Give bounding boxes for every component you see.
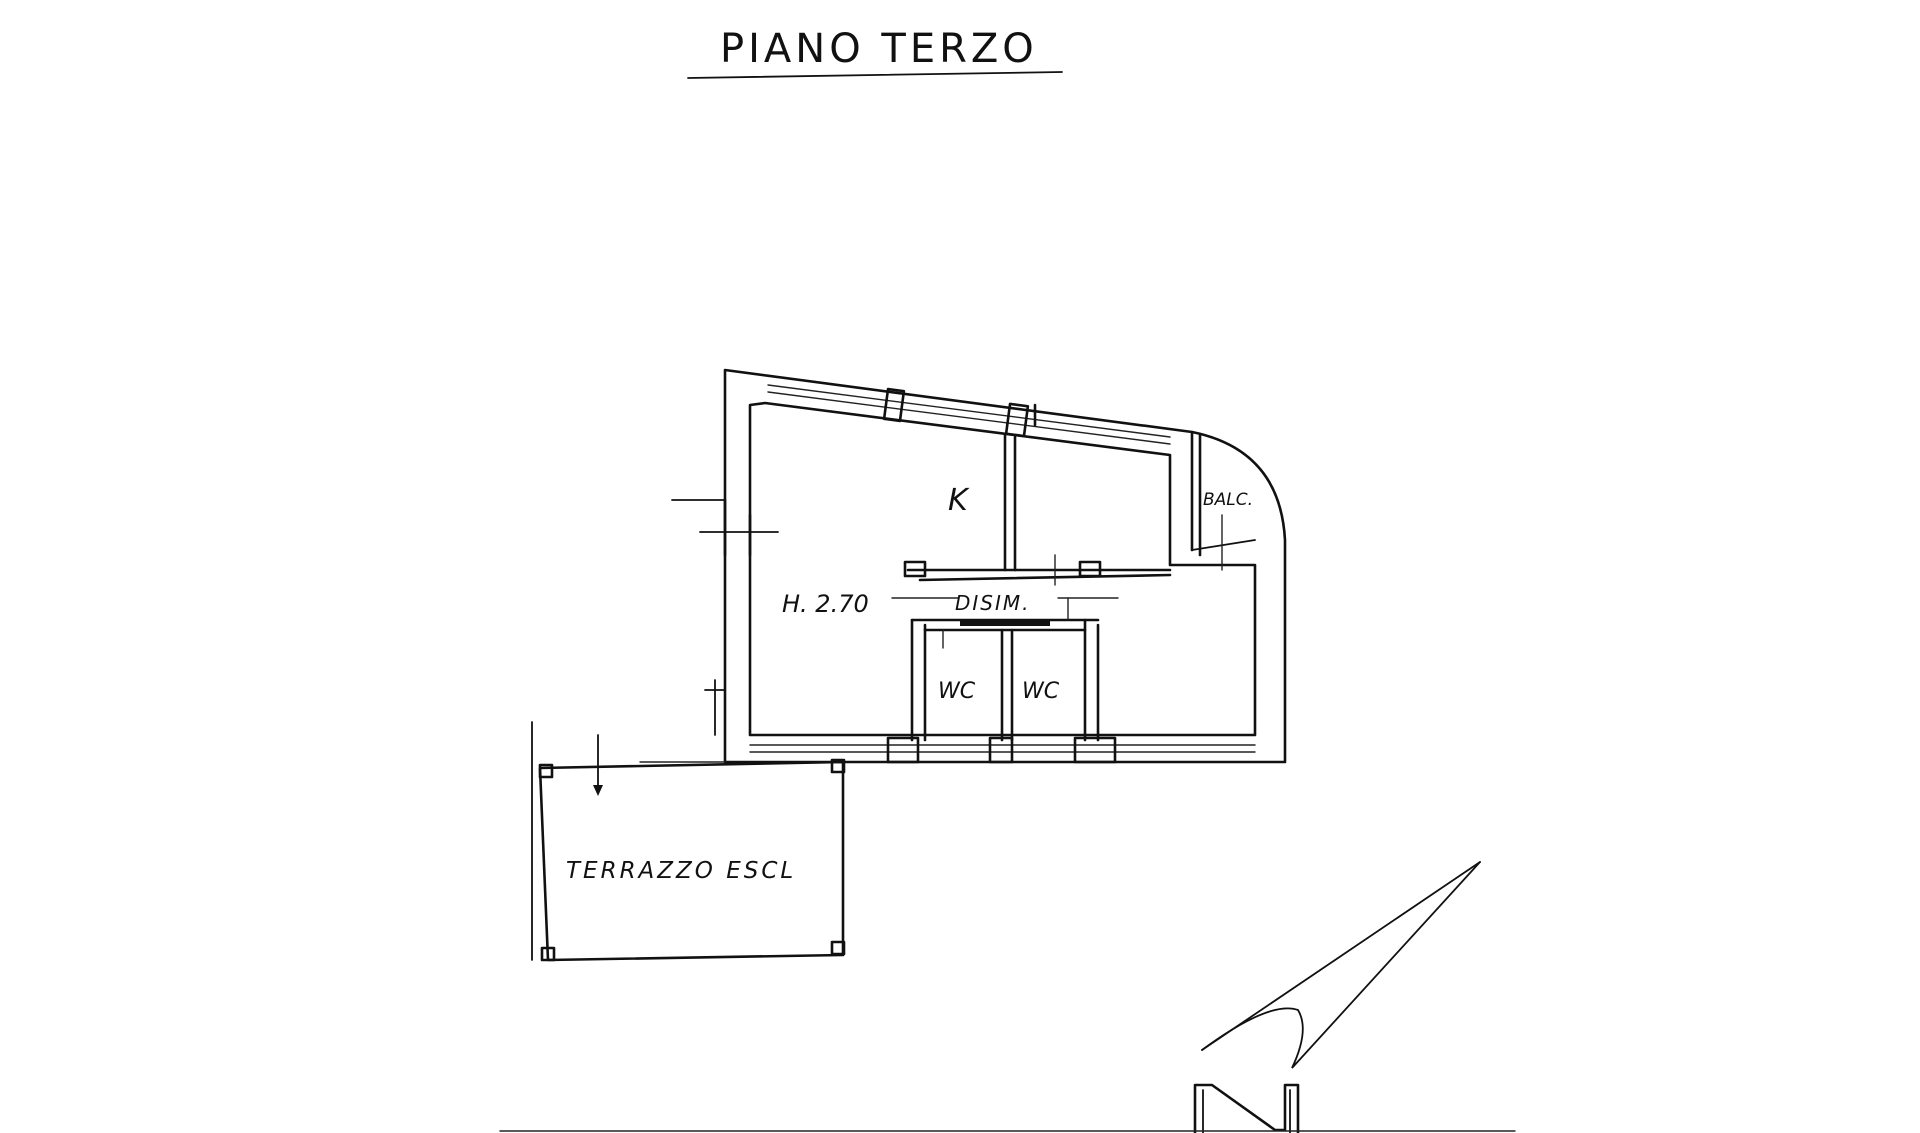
- outer-wall: [723, 368, 1287, 764]
- inner-wall: [748, 401, 1257, 737]
- plan-title-group: PIANO TERZO: [687, 26, 1063, 79]
- west-door: [671, 498, 779, 736]
- title-underline: [687, 71, 1063, 79]
- south-windows: [749, 736, 1256, 764]
- north-windows: [767, 384, 1171, 445]
- room-label-wc-right: WC: [1022, 679, 1060, 704]
- north-arrow-icon: [1193, 861, 1481, 1133]
- door-bar: [960, 620, 1050, 626]
- room-label-balcony: BALC.: [1203, 490, 1253, 510]
- room-label-wc-left: WC: [938, 679, 976, 704]
- door-marks: [891, 514, 1223, 649]
- terrace-corner-1: [538, 763, 554, 779]
- room-label-hallway: DISIM.: [955, 591, 1031, 615]
- pillar-corridor-right: [1078, 560, 1102, 578]
- pillar-south-2: [988, 736, 1014, 764]
- terrace: [531, 721, 846, 962]
- terrace-corner-4: [540, 946, 556, 962]
- room-label-kitchen: K: [948, 483, 970, 518]
- terrace-corner-3: [830, 940, 846, 956]
- plan-title: PIANO TERZO: [720, 26, 1038, 72]
- pillar-south-3: [1073, 736, 1117, 764]
- north-letter-icon: [1193, 1083, 1300, 1133]
- pillar-north-1: [882, 387, 906, 423]
- room-label-terrace: TERRAZZO ESCL: [566, 858, 796, 884]
- pillar-south-1: [886, 736, 920, 764]
- pillar-north-2: [1004, 402, 1030, 438]
- interior-walls: [903, 430, 1256, 742]
- terrace-corner-2: [830, 758, 846, 774]
- pillar-corridor-left: [903, 560, 927, 578]
- apartment-outline: [723, 368, 1287, 764]
- room-label-height: H. 2.70: [782, 590, 869, 618]
